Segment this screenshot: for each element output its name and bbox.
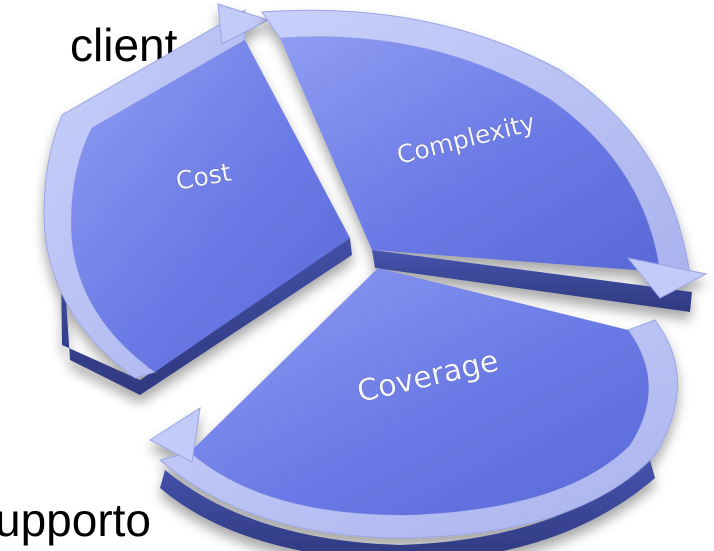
complexity-arrow-head bbox=[626, 257, 708, 299]
coverage-arrow-head bbox=[149, 406, 201, 463]
segment-complexity bbox=[261, 9, 708, 312]
segment-cost bbox=[43, 3, 352, 395]
complexity-top bbox=[280, 36, 660, 272]
segment-coverage bbox=[149, 268, 678, 551]
coverage-top bbox=[190, 268, 649, 515]
cost-arrow-head bbox=[217, 3, 270, 45]
background-text-supporto: upporto bbox=[0, 494, 152, 546]
coverage-side bbox=[160, 460, 655, 551]
cost-top bbox=[71, 40, 350, 372]
complexity-side bbox=[372, 250, 692, 312]
